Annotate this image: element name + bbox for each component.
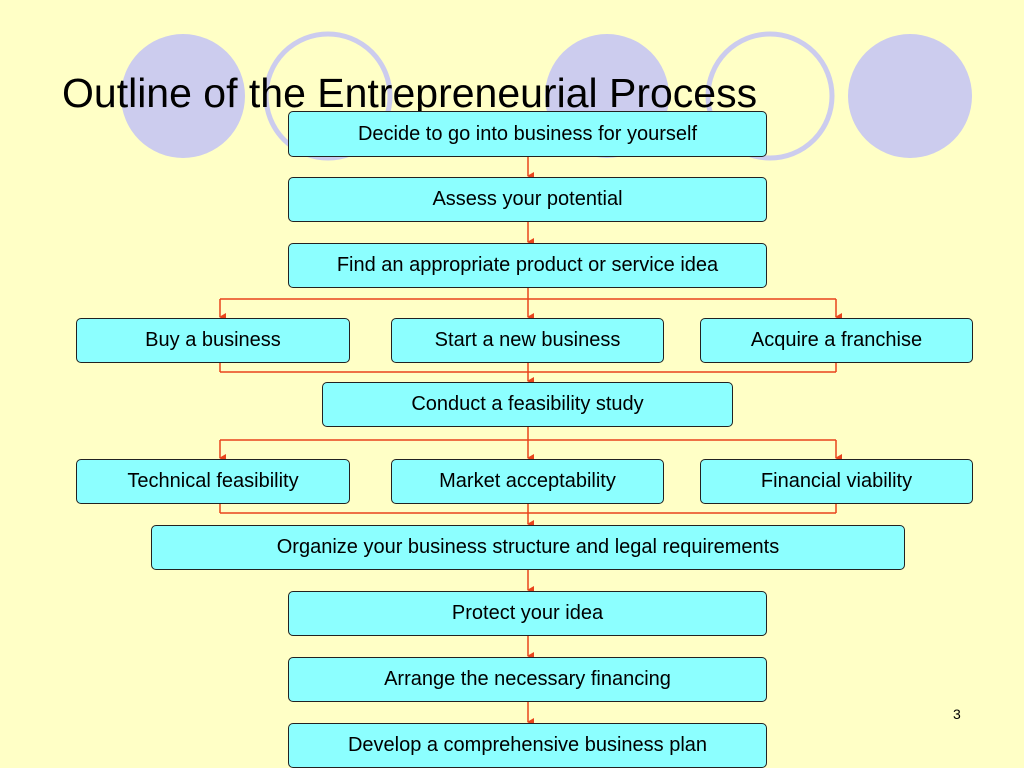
slide-title: Outline of the Entrepreneurial Process xyxy=(62,70,758,116)
step-label: Organize your business structure and leg… xyxy=(276,536,780,558)
option-franchise: Acquire a franchise xyxy=(700,318,973,363)
step-label: Develop a comprehensive business plan xyxy=(347,734,708,756)
option-start-new: Start a new business xyxy=(391,318,664,363)
step-label: Start a new business xyxy=(434,329,621,351)
step-label: Decide to go into business for yourself xyxy=(357,122,698,145)
option-buy: Buy a business xyxy=(76,318,350,363)
step-label: Find an appropriate product or service i… xyxy=(336,254,719,276)
step-label: Conduct a feasibility study xyxy=(411,393,644,415)
page-number: 3 xyxy=(953,706,961,722)
step-organize: Organize your business structure and leg… xyxy=(151,525,905,570)
study-financial: Financial viability xyxy=(700,459,973,504)
step-assess: Assess your potential xyxy=(288,177,767,222)
step-label: Buy a business xyxy=(145,329,281,351)
step-financing: Arrange the necessary financing xyxy=(288,657,767,702)
step-protect: Protect your idea xyxy=(288,591,767,636)
step-label: Financial viability xyxy=(760,470,913,492)
study-market: Market acceptability xyxy=(391,459,664,504)
step-plan: Develop a comprehensive business plan xyxy=(288,723,767,768)
study-technical: Technical feasibility xyxy=(76,459,350,504)
step-decide: Decide to go into business for yourself xyxy=(288,111,767,157)
step-label: Arrange the necessary financing xyxy=(384,668,671,690)
step-label: Technical feasibility xyxy=(127,470,299,492)
step-feasibility: Conduct a feasibility study xyxy=(322,382,733,427)
decor-circle-outline xyxy=(263,31,393,161)
step-label: Acquire a franchise xyxy=(750,329,923,351)
step-label: Assess your potential xyxy=(432,188,623,210)
decor-circle-outline xyxy=(705,31,835,161)
step-find-idea: Find an appropriate product or service i… xyxy=(288,243,767,288)
decor-circle xyxy=(121,34,245,158)
step-label: Market acceptability xyxy=(439,470,616,492)
step-label: Protect your idea xyxy=(451,602,604,624)
decor-circle xyxy=(848,34,972,158)
